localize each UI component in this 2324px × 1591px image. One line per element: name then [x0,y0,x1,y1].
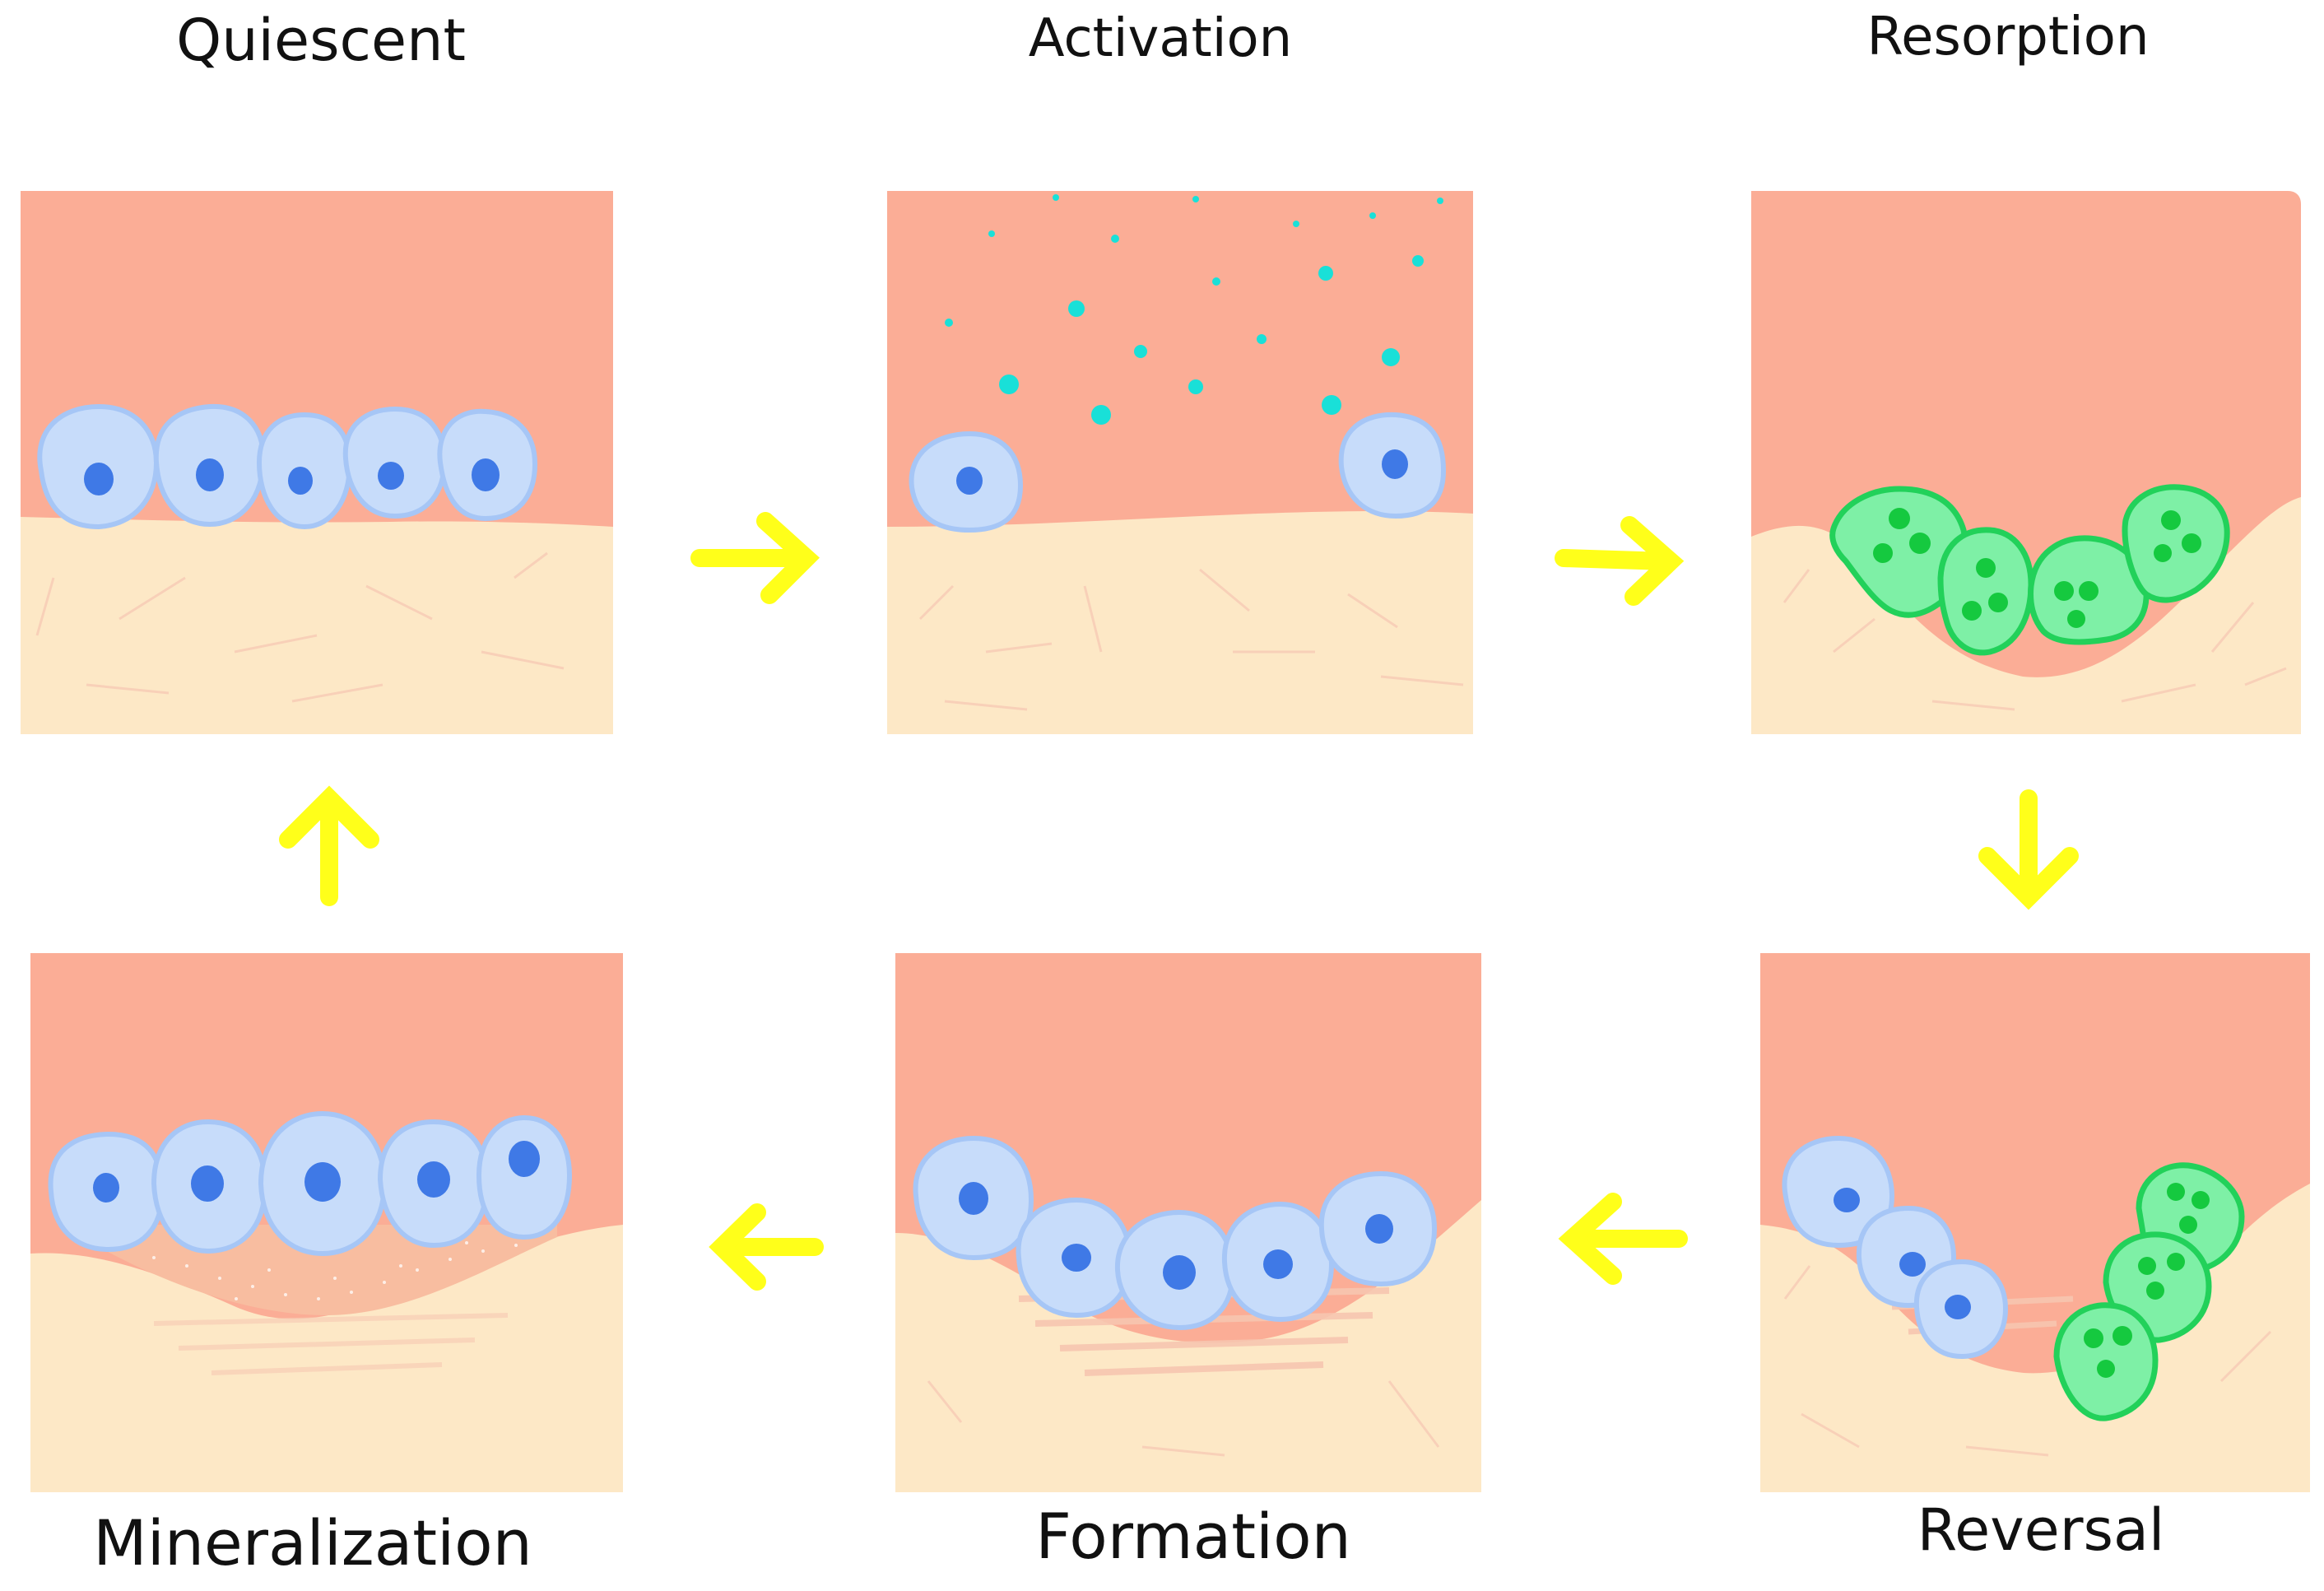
bone-texture [927,1380,1440,1457]
panel-activation [887,191,1473,734]
bone-texture [1783,569,2287,711]
nucleus-group [956,449,1408,495]
label-formation: Formation [1035,1500,1351,1573]
bone-surface [30,1225,623,1492]
bone-surface [887,511,1473,734]
arrow-left-icon [709,1203,824,1291]
bone-texture [918,568,1464,711]
lining-cell-row [37,403,538,530]
nucleus-group [959,1182,1393,1290]
osteoclast-nuclei [2084,1183,2210,1378]
bone-texture [1783,1265,2272,1457]
bone-surface [1751,497,2301,734]
osteoclast [2122,484,2230,603]
label-mineralization: Mineralization [93,1506,532,1579]
label-activation: Activation [1028,8,1293,69]
panel-quiescent [21,191,613,734]
panel-formation [895,953,1481,1492]
nucleus-group [1834,1188,1971,1319]
mineral-deposits [152,1241,518,1300]
nucleus-group [93,1141,540,1203]
label-quiescent: Quiescent [176,7,466,74]
bone-surface [21,517,613,734]
arrow-left-icon [1558,1193,1688,1285]
bone-texture [35,551,565,703]
signal-dots [945,194,1443,425]
panel-mineralization [30,953,623,1492]
nucleus-group [84,458,500,495]
bone-surface [1760,1184,2310,1492]
arrow-down-icon [1978,789,2079,910]
arrow-up-icon [279,785,379,906]
arrow-right-icon [690,512,820,604]
panel-resorption [1751,191,2301,734]
arrow-right-icon [1555,516,1685,606]
osteoclast-cluster [1829,484,2230,656]
osteoclast [1937,527,2034,656]
osteoclast-nuclei [1873,508,2201,628]
bone-stripes [153,1313,509,1375]
label-resorption: Resorption [1866,7,2150,67]
label-reversal: Reversal [1917,1496,2165,1564]
panel-reversal [1760,953,2310,1492]
